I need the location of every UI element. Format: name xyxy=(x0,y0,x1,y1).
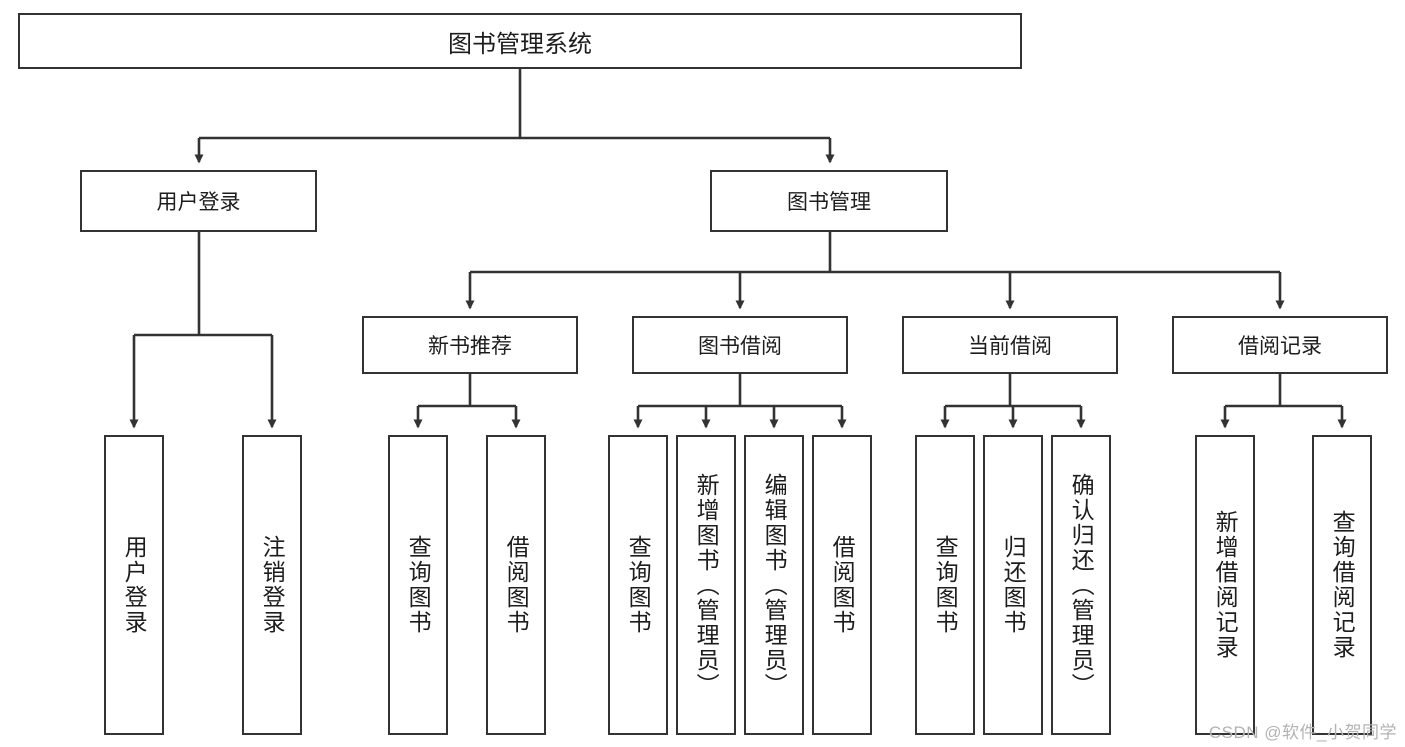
node-leaf-query-record[interactable]: 查询借阅记录 xyxy=(1312,435,1372,735)
node-leaf-query-book-3-label: 查询图书 xyxy=(932,535,959,635)
node-leaf-query-record-label: 查询借阅记录 xyxy=(1329,510,1356,660)
node-book-manage[interactable]: 图书管理 xyxy=(710,170,948,232)
node-leaf-query-book-1[interactable]: 查询图书 xyxy=(388,435,448,735)
node-leaf-return-book[interactable]: 归还图书 xyxy=(983,435,1043,735)
node-leaf-add-record[interactable]: 新增借阅记录 xyxy=(1195,435,1255,735)
node-current-borrow[interactable]: 当前借阅 xyxy=(902,316,1118,374)
node-leaf-borrow-book-2-label: 借阅图书 xyxy=(829,535,856,635)
node-leaf-edit-book-admin-label: 编辑图书（管理员） xyxy=(761,472,788,698)
node-book-borrow[interactable]: 图书借阅 xyxy=(632,316,848,374)
node-leaf-query-book-2[interactable]: 查询图书 xyxy=(608,435,668,735)
node-leaf-borrow-book-1-label: 借阅图书 xyxy=(503,535,530,635)
node-leaf-query-book-3[interactable]: 查询图书 xyxy=(915,435,975,735)
node-root-label: 图书管理系统 xyxy=(448,30,592,58)
node-leaf-add-book-admin-label: 新增图书（管理员） xyxy=(693,472,720,698)
node-user-login[interactable]: 用户登录 xyxy=(80,170,317,232)
node-leaf-add-record-label: 新增借阅记录 xyxy=(1212,510,1239,660)
node-current-borrow-label: 当前借阅 xyxy=(968,335,1052,358)
node-new-book-recommend-label: 新书推荐 xyxy=(428,335,512,358)
node-borrow-record[interactable]: 借阅记录 xyxy=(1172,316,1388,374)
node-leaf-user-logout-label: 注销登录 xyxy=(259,535,286,635)
node-leaf-add-book-admin[interactable]: 新增图书（管理员） xyxy=(676,435,736,735)
node-leaf-user-login-label: 用户登录 xyxy=(121,535,148,635)
node-leaf-confirm-return[interactable]: 确认归还（管理员） xyxy=(1051,435,1111,735)
node-book-borrow-label: 图书借阅 xyxy=(698,335,782,358)
node-root[interactable]: 图书管理系统 xyxy=(18,13,1022,69)
node-leaf-query-book-1-label: 查询图书 xyxy=(405,535,432,635)
node-book-manage-label: 图书管理 xyxy=(787,191,871,214)
node-user-login-label: 用户登录 xyxy=(156,191,241,214)
node-leaf-borrow-book-2[interactable]: 借阅图书 xyxy=(812,435,872,735)
node-leaf-user-login[interactable]: 用户登录 xyxy=(104,435,164,735)
node-leaf-return-book-label: 归还图书 xyxy=(1000,535,1027,635)
node-leaf-query-book-2-label: 查询图书 xyxy=(625,535,652,635)
node-leaf-edit-book-admin[interactable]: 编辑图书（管理员） xyxy=(744,435,804,735)
watermark: CSDN @软件_小贺同学 xyxy=(1208,723,1397,742)
node-leaf-user-logout[interactable]: 注销登录 xyxy=(242,435,302,735)
node-leaf-confirm-return-label: 确认归还（管理员） xyxy=(1068,472,1095,698)
node-leaf-borrow-book-1[interactable]: 借阅图书 xyxy=(486,435,546,735)
node-new-book-recommend[interactable]: 新书推荐 xyxy=(362,316,578,374)
node-borrow-record-label: 借阅记录 xyxy=(1238,335,1322,358)
